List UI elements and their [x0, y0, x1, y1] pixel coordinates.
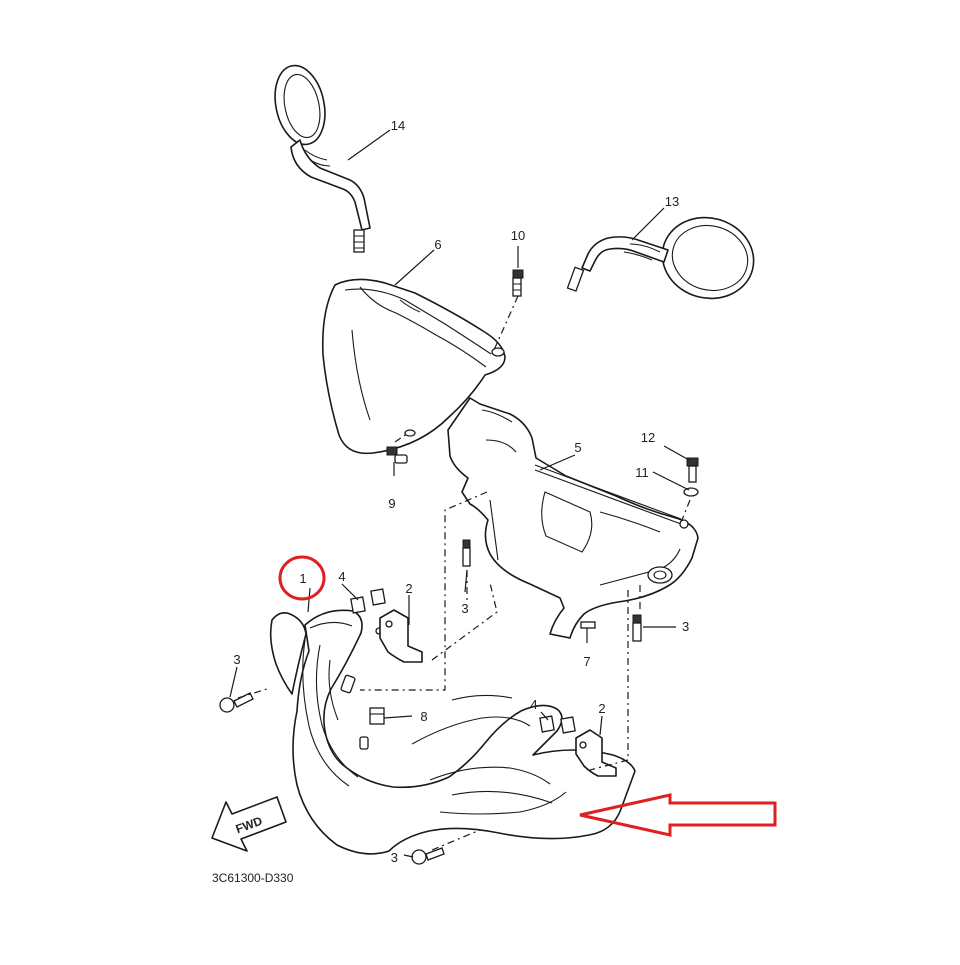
clip-nut-upper [350, 588, 386, 614]
callout-6: 6 [434, 237, 441, 252]
highlight-circle [278, 555, 326, 601]
callout-3-left: 3 [233, 652, 240, 667]
bracket-upper [379, 609, 423, 663]
bolt-12 [686, 457, 699, 483]
callout-8: 8 [420, 709, 427, 724]
callout-7: 7 [583, 654, 590, 669]
diagram-code: 3C61300-D330 [212, 871, 294, 885]
callout-5: 5 [574, 440, 581, 455]
callout-10: 10 [511, 228, 525, 243]
nut-8 [369, 707, 385, 725]
forward-arrow: FWD [211, 796, 287, 852]
callout-14: 14 [391, 118, 405, 133]
washer-11 [683, 487, 699, 497]
bracket-lower [575, 729, 617, 777]
callout-9: 9 [388, 496, 395, 511]
callout-3-bottom: 3 [391, 850, 398, 865]
screw-3-right [632, 614, 642, 642]
callout-2-lower: 2 [598, 701, 605, 716]
callout-4-lower: 4 [530, 697, 537, 712]
mirror-right [566, 216, 755, 300]
callout-labels: 1 2 2 3 3 3 3 4 4 5 6 7 8 9 10 11 12 13 … [233, 118, 689, 865]
meter-cover [321, 278, 506, 455]
screw-9 [386, 446, 408, 464]
screw-3-left [219, 692, 254, 713]
callout-3-center: 3 [461, 601, 468, 616]
assembly-lines [237, 295, 691, 851]
leader-lines [229, 129, 690, 858]
callout-2-upper: 2 [405, 581, 412, 596]
callout-1: 1 [299, 571, 306, 586]
callout-12: 12 [641, 430, 655, 445]
screw-10 [512, 269, 524, 297]
screw-7 [580, 621, 596, 629]
callout-11: 11 [635, 465, 649, 480]
highlight-arrow [579, 793, 777, 837]
clip-nut-lower [539, 715, 576, 734]
mirror-left [274, 64, 371, 253]
highlight-markup [278, 555, 777, 837]
callout-4-upper: 4 [338, 569, 345, 584]
screw-3-bottom [411, 847, 445, 865]
handle-cover-upper [447, 397, 699, 639]
callout-3-right: 3 [682, 619, 689, 634]
screw-3-center [462, 539, 471, 567]
callout-13: 13 [665, 194, 679, 209]
front-cover [269, 609, 636, 855]
